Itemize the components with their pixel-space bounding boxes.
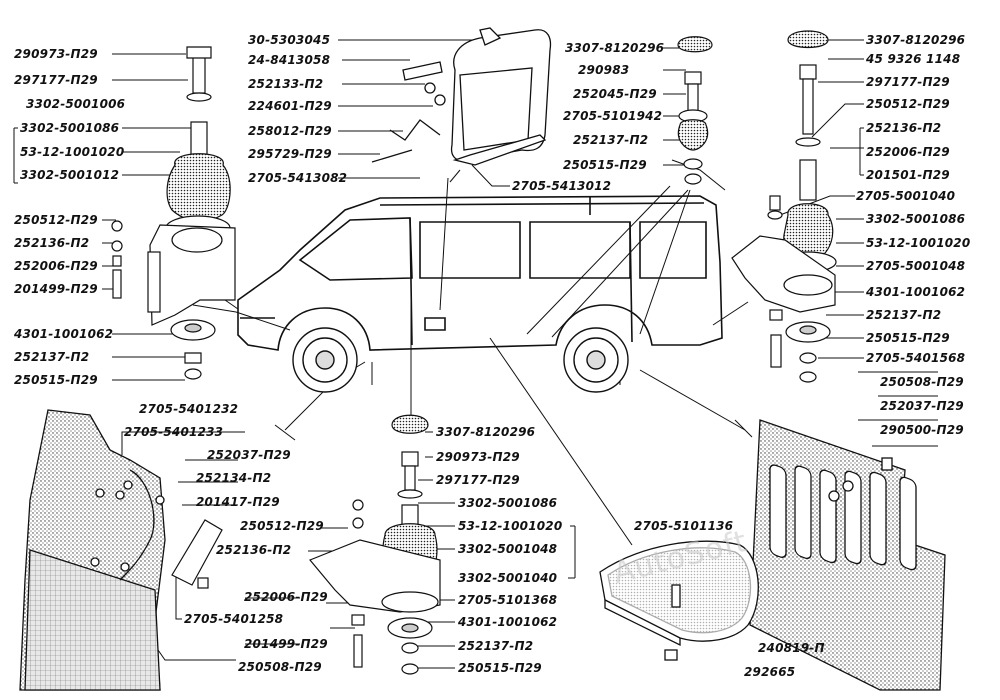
front-left-mount xyxy=(111,46,236,380)
part-label: 201501-П29 xyxy=(866,168,950,182)
part-label: 252137-П2 xyxy=(458,639,534,653)
part-label: 3302-5001040 xyxy=(458,571,558,585)
part-label: 224601-П29 xyxy=(248,99,332,113)
part-label: 252136-П2 xyxy=(216,543,292,557)
flap-bracket xyxy=(171,499,364,589)
part-label: 2705-5001048 xyxy=(866,259,966,273)
part-label: 201499-П29 xyxy=(244,637,328,651)
part-label: 4301-1001062 xyxy=(866,285,966,299)
rear-left-mount xyxy=(309,414,441,675)
part-label: 3302-5001048 xyxy=(458,542,558,556)
part-label: 252037-П29 xyxy=(880,399,964,413)
part-label: 252133-П2 xyxy=(248,77,324,91)
part-label: 252134-П2 xyxy=(196,471,272,485)
seat-back-assembly xyxy=(371,27,552,166)
part-label: 2705-5401233 xyxy=(124,425,224,439)
part-label: 292665 xyxy=(744,665,796,679)
part-label: 250512-П29 xyxy=(240,519,324,533)
part-label: 2705-5401232 xyxy=(139,402,239,416)
part-label: 295729-П29 xyxy=(248,147,332,161)
part-label: 250508-П29 xyxy=(880,375,964,389)
part-label: 252137-П2 xyxy=(866,308,942,322)
rear-right-mount xyxy=(731,30,837,383)
part-label: 3307-8120296 xyxy=(565,41,665,55)
part-label: 201499-П29 xyxy=(14,282,98,296)
part-label: 3307-8120296 xyxy=(436,425,536,439)
part-label: 2705-5101136 xyxy=(634,519,734,533)
part-label: 250512-П29 xyxy=(14,213,98,227)
part-label: 297177-П29 xyxy=(436,473,520,487)
part-label: 258012-П29 xyxy=(248,124,332,138)
part-label: 250515-П29 xyxy=(563,158,647,172)
part-label: 3302-5001012 xyxy=(20,168,120,182)
van-wheels xyxy=(292,327,629,393)
part-label: 290500-П29 xyxy=(880,423,964,437)
part-label: 252006-П29 xyxy=(14,259,98,273)
part-label: 3302-5001086 xyxy=(458,496,558,510)
part-label: 250515-П29 xyxy=(458,661,542,675)
part-label: 3307-8120296 xyxy=(866,33,966,47)
part-label: 250512-П29 xyxy=(866,97,950,111)
van-outline xyxy=(237,195,723,351)
part-label: 24-8413058 xyxy=(248,53,331,67)
part-label: 3302-5001006 xyxy=(26,97,126,111)
part-label: 290973-П29 xyxy=(436,450,520,464)
part-label: 252137-П2 xyxy=(573,133,649,147)
part-label: 252006-П29 xyxy=(866,145,950,159)
part-label: 290983 xyxy=(578,63,630,77)
part-label: 252137-П2 xyxy=(14,350,90,364)
part-label: 53-12-1001020 xyxy=(458,519,563,533)
part-label: 252037-П29 xyxy=(207,448,291,462)
part-label: 53-12-1001020 xyxy=(866,236,971,250)
part-label: 252045-П29 xyxy=(573,87,657,101)
part-label: 2705-5401568 xyxy=(866,351,966,365)
part-label: 250515-П29 xyxy=(14,373,98,387)
part-label: 2705-5101942 xyxy=(563,109,663,123)
part-label: 297177-П29 xyxy=(866,75,950,89)
part-label: 297177-П29 xyxy=(14,73,98,87)
part-label: 290973-П29 xyxy=(14,47,98,61)
part-label: 2705-5401258 xyxy=(184,612,284,626)
hatch-cover xyxy=(599,540,759,661)
part-label: 30-5303045 xyxy=(248,33,331,47)
front-mud-flap xyxy=(19,409,166,691)
part-label: 4301-1001062 xyxy=(458,615,558,629)
rear-bump-stop-stack xyxy=(677,36,713,185)
part-label: 250508-П29 xyxy=(238,660,322,674)
part-label: 252136-П2 xyxy=(14,236,90,250)
part-label: 252136-П2 xyxy=(866,121,942,135)
part-label: 240819-П xyxy=(758,641,825,655)
part-label: 3302-5001086 xyxy=(20,121,120,135)
part-label: 2705-5413082 xyxy=(248,171,348,185)
rear-mud-flap xyxy=(749,419,946,691)
part-label: 2705-5001040 xyxy=(856,189,956,203)
part-label: 201417-П29 xyxy=(196,495,280,509)
part-label: 45 9326 1148 xyxy=(866,52,961,66)
part-label: 2705-5413012 xyxy=(512,179,612,193)
part-label: 252006-П29 xyxy=(244,590,328,604)
part-label: 2705-5101368 xyxy=(458,593,558,607)
part-label: 250515-П29 xyxy=(866,331,950,345)
part-label: 53-12-1001020 xyxy=(20,145,125,159)
part-label: 4301-1001062 xyxy=(14,327,114,341)
part-label: 3302-5001086 xyxy=(866,212,966,226)
